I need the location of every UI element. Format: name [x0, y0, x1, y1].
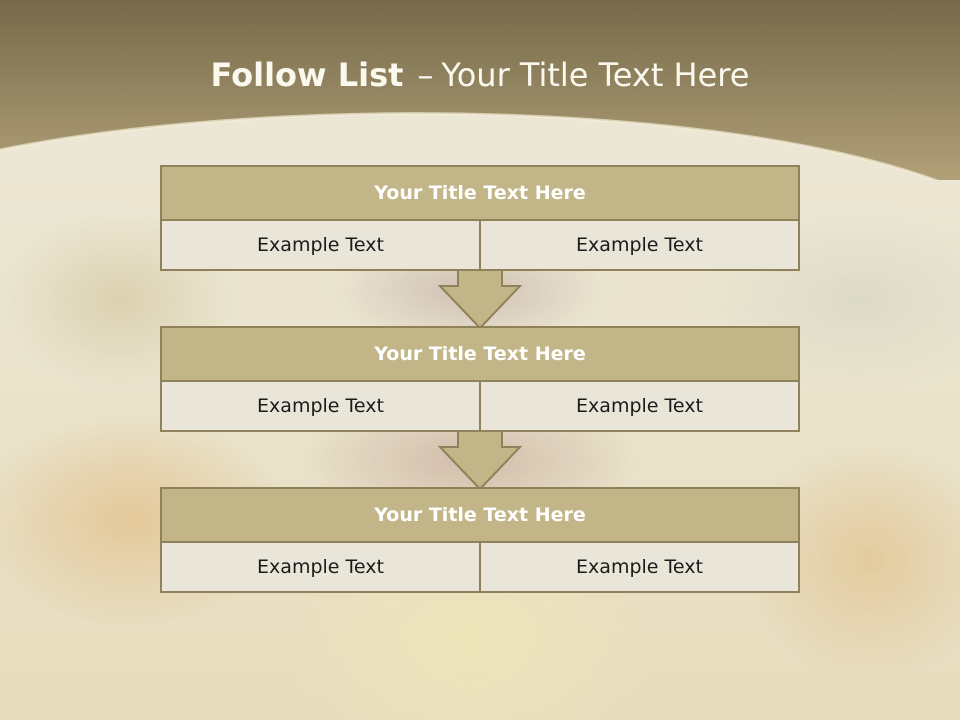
list-block-1: Your Title Text Here Example Text Exampl…: [160, 165, 800, 271]
title-dash: –: [417, 56, 434, 94]
title-text: Your Title Text Here: [441, 56, 750, 94]
block-row: Example Text Example Text: [160, 221, 800, 271]
block-cell-left: Example Text: [160, 382, 481, 432]
slide-title: Follow List–Your Title Text Here: [0, 56, 960, 94]
block-cell-right: Example Text: [481, 543, 800, 593]
block-title: Your Title Text Here: [160, 487, 800, 543]
title-bold-text: Follow List: [210, 56, 404, 94]
down-arrow-icon: [438, 270, 522, 330]
down-arrow-icon: [438, 431, 522, 491]
block-row: Example Text Example Text: [160, 543, 800, 593]
header-band: [0, 0, 960, 180]
block-row: Example Text Example Text: [160, 382, 800, 432]
list-block-2: Your Title Text Here Example Text Exampl…: [160, 326, 800, 432]
block-cell-left: Example Text: [160, 543, 481, 593]
block-cell-right: Example Text: [481, 382, 800, 432]
block-title: Your Title Text Here: [160, 165, 800, 221]
block-title: Your Title Text Here: [160, 326, 800, 382]
block-cell-left: Example Text: [160, 221, 481, 271]
list-block-3: Your Title Text Here Example Text Exampl…: [160, 487, 800, 593]
block-cell-right: Example Text: [481, 221, 800, 271]
